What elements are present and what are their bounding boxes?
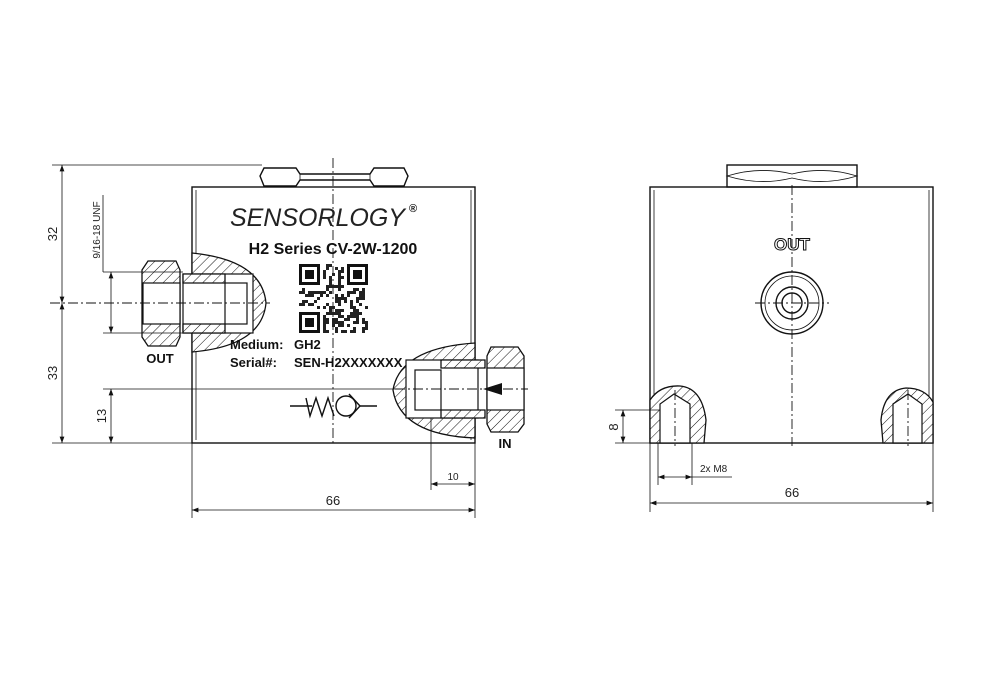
front-view: OUT IN SENSORLOGY ® H2 Series CV-2W-1200… — [45, 158, 528, 518]
serial-label: Serial#: — [230, 355, 277, 370]
qr-code — [299, 264, 368, 333]
registered-mark: ® — [409, 203, 417, 215]
model-name: H2 Series CV-2W-1200 — [249, 241, 418, 258]
dim-upper-height: 32 — [45, 227, 60, 241]
check-valve-symbol-icon — [290, 393, 377, 419]
top-hex-nut — [259, 167, 409, 187]
in-port-section — [392, 342, 528, 439]
dim-inlet-height: 13 — [94, 409, 109, 423]
out-port-face-icon — [755, 271, 829, 335]
dim-inlet-depth: 10 — [447, 472, 459, 483]
in-port-label: IN — [499, 436, 512, 451]
dim-hole-depth: 8 — [606, 423, 621, 430]
side-dimensions — [615, 409, 934, 512]
out-port-label: OUT — [146, 351, 174, 366]
side-view: OUT 8 — [606, 164, 934, 512]
dim-front-width: 66 — [326, 493, 340, 508]
medium-value: GH2 — [294, 337, 321, 352]
out-port-section — [50, 252, 270, 353]
side-out-label: OUT — [774, 235, 811, 254]
front-dimensions — [52, 164, 476, 518]
dim-side-width: 66 — [785, 485, 799, 500]
side-hex-nut — [725, 164, 859, 188]
dim-thread: 9/16-18 UNF — [92, 201, 103, 258]
brand-logo: SENSORLOGY — [230, 204, 407, 232]
flow-arrow-icon — [483, 383, 502, 395]
serial-value: SEN-H2XXXXXXX — [294, 355, 403, 370]
dim-lower-height: 33 — [45, 366, 60, 380]
dim-holes: 2x M8 — [700, 464, 728, 475]
side-body — [649, 186, 934, 444]
medium-label: Medium: — [230, 337, 283, 352]
mounting-hole-left — [649, 385, 707, 446]
mounting-hole-right — [880, 387, 934, 446]
